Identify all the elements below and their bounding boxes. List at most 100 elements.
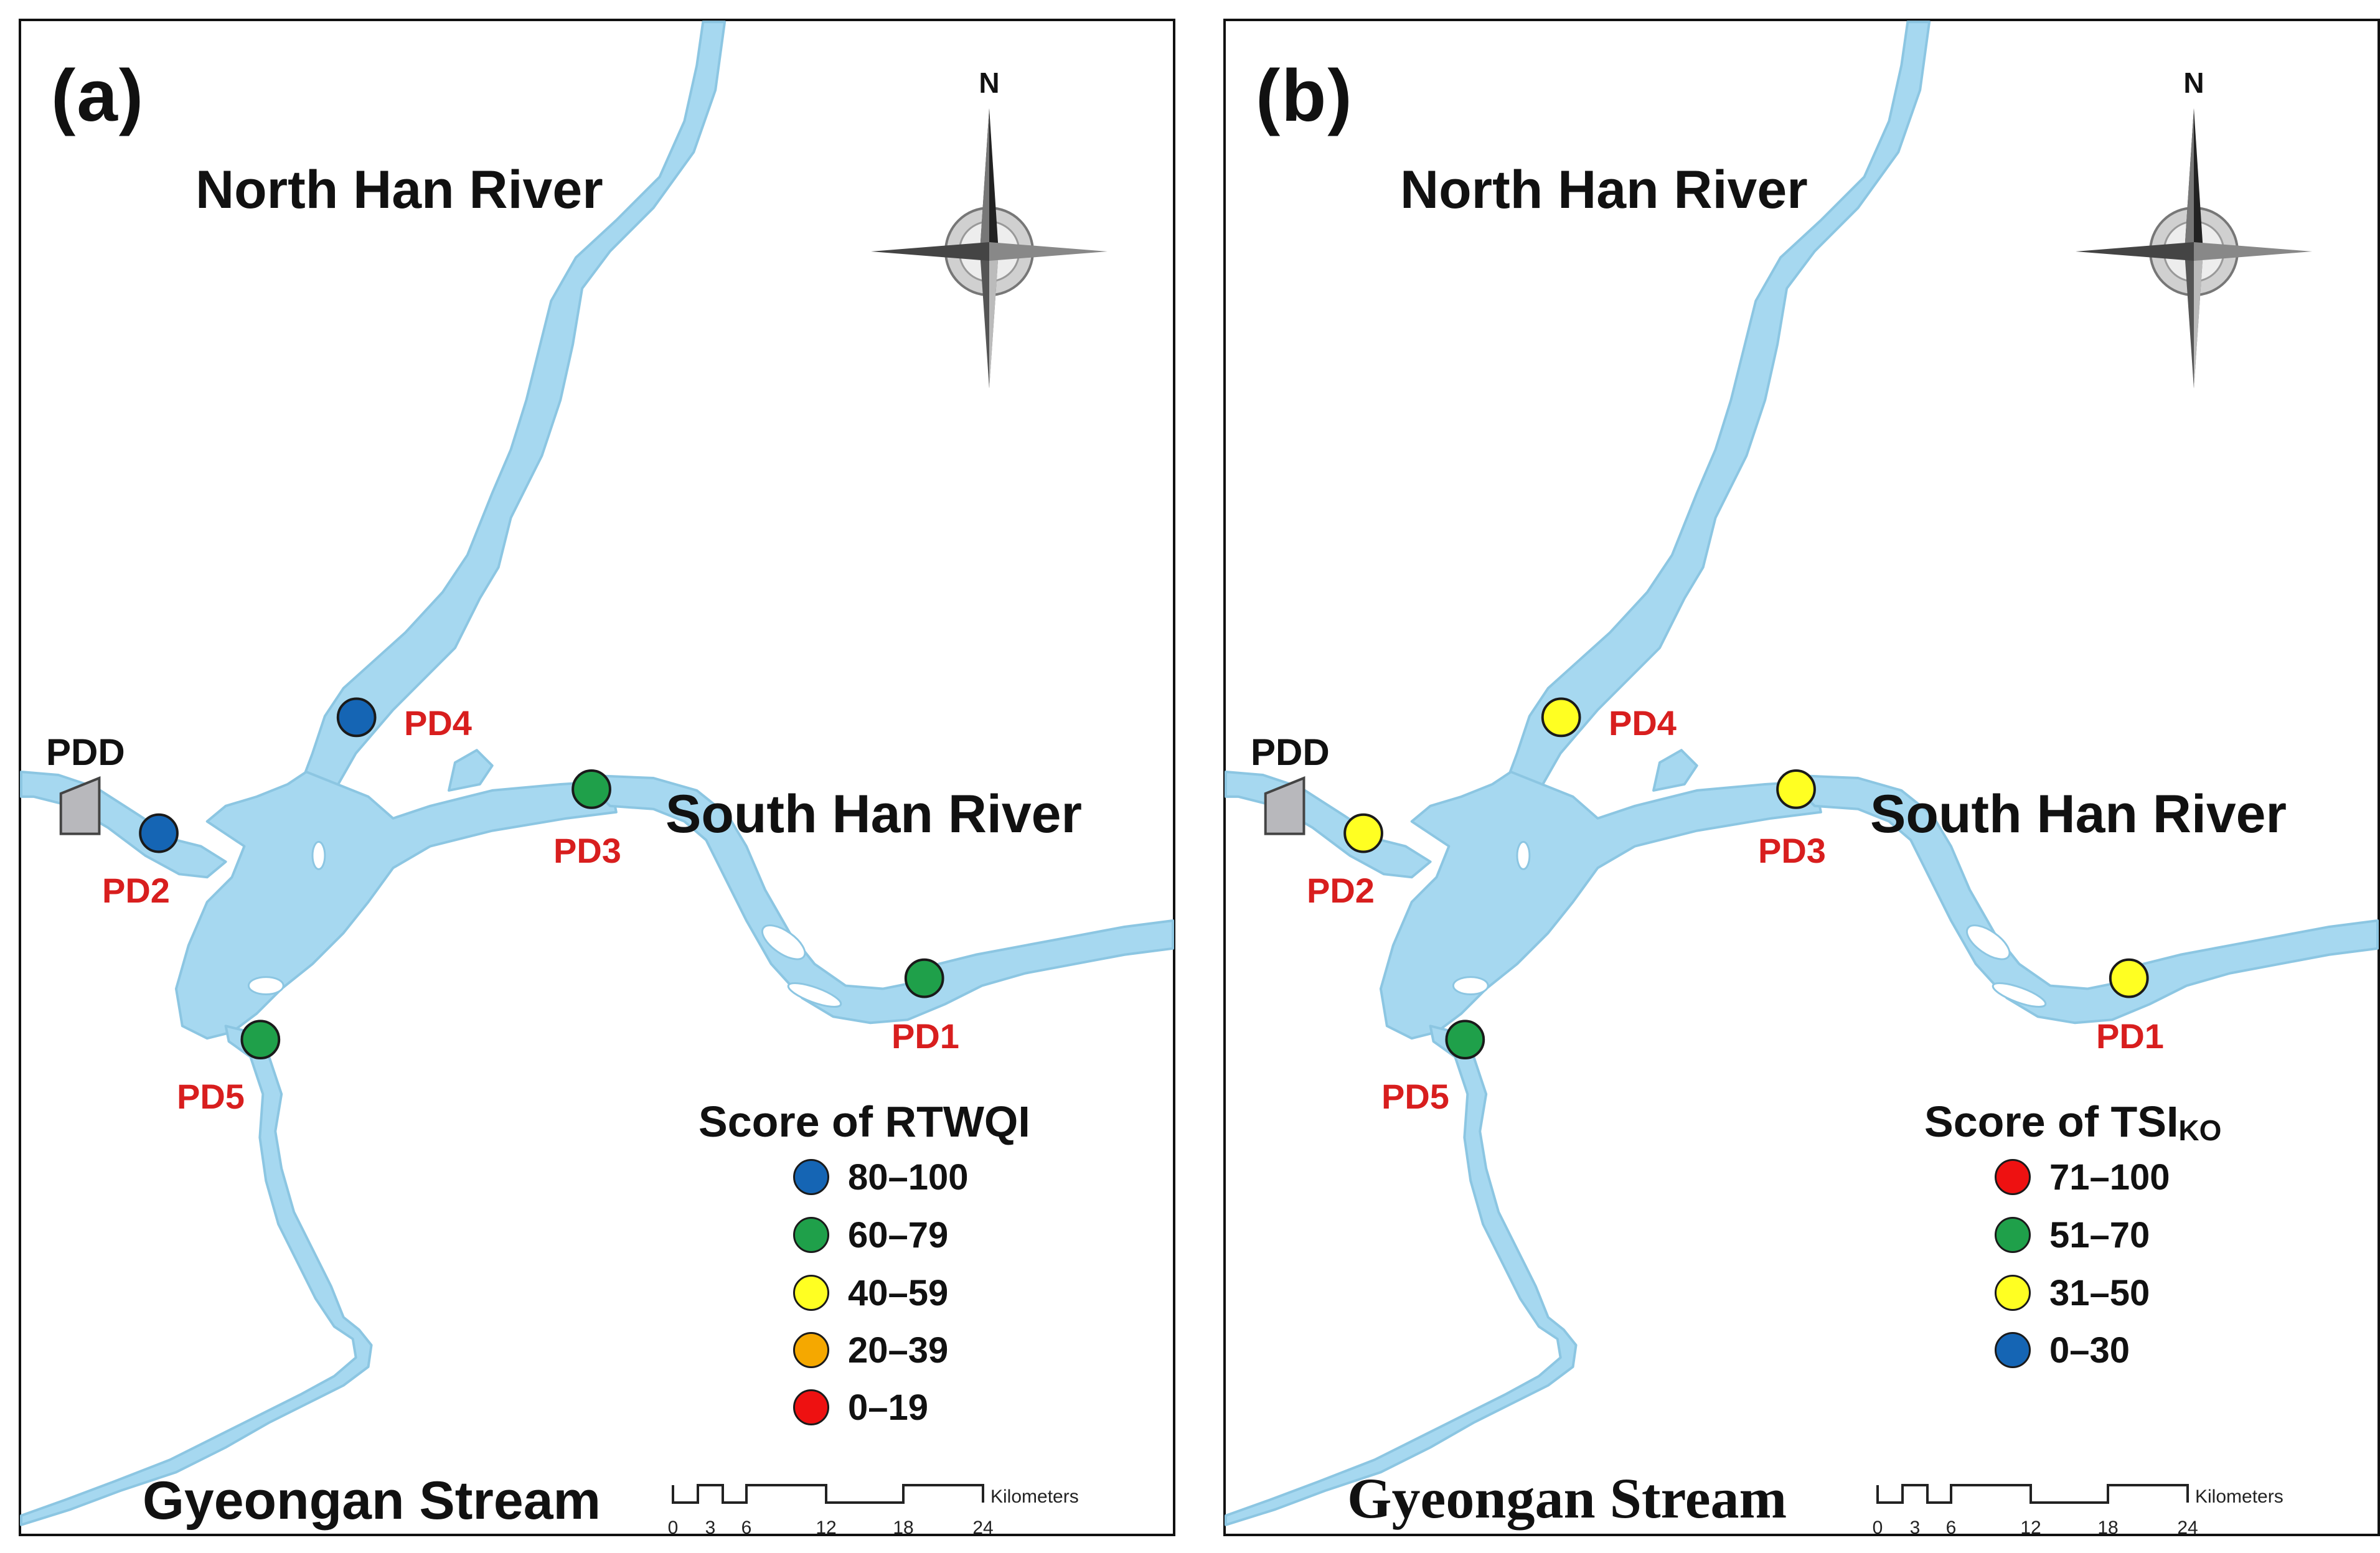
island [1992,982,2047,1008]
confluence-basin [1379,771,1822,1040]
north-arrow-compass-icon: N [871,67,1108,388]
dam-label: PDD [46,731,125,773]
legend-label: 20–39 [848,1330,949,1371]
map-panel-a: (a) North Han River South Han River Gyeo… [19,19,1175,1538]
scale-tick: 0 [668,1518,679,1538]
scale-tick: 6 [741,1518,752,1538]
scale-tick: 18 [2097,1518,2118,1538]
legend-label: 71–100 [2049,1157,2170,1198]
legend-swatch [1995,1275,2031,1311]
legend-item: 80–100 [793,1155,969,1199]
side-inlet [1652,749,1698,792]
scale-tick: 12 [2020,1518,2041,1538]
legend-swatch [793,1217,829,1253]
site-pd5-label: PD5 [1381,1077,1449,1116]
gyeongan-stream [1225,1025,1578,1526]
site-pd3-marker[interactable] [1776,769,1816,809]
side-inlet [448,749,494,792]
scale-tick: 3 [1910,1518,1921,1538]
dam-label: PDD [1251,731,1330,773]
dam-marker [1264,776,1305,835]
site-pd3-label: PD3 [1758,831,1826,870]
legend-item: 31–50 [1995,1271,2150,1315]
scale-unit: Kilometers [990,1486,1079,1507]
confluence-basin [174,771,618,1040]
island [787,982,842,1008]
site-markers [1343,697,2149,1060]
island [1516,841,1531,870]
legend-item: 51–70 [1995,1213,2150,1257]
site-pd1-marker[interactable] [2109,958,2149,998]
islands [247,841,842,1008]
legend-swatch [1995,1217,2031,1253]
site-pd5-marker[interactable] [240,1020,281,1060]
site-pd2-marker[interactable] [139,813,179,853]
site-pd2-label: PD2 [1307,871,1375,910]
legend-item: 71–100 [1995,1155,2170,1199]
legend-label: 0–19 [848,1387,929,1428]
scale-tick: 18 [893,1518,913,1538]
legend-swatch [793,1389,829,1425]
island [1966,924,2011,960]
legend-label: 51–70 [2049,1214,2150,1255]
scale-unit: Kilometers [2195,1486,2284,1507]
legend-item: 40–59 [793,1271,948,1315]
legend-title: Score of RTWQI [698,1097,1030,1147]
islands [1452,841,2047,1008]
site-pd4-label: PD4 [1609,703,1677,743]
legend-title-text: Score of TSI [1924,1097,2179,1146]
legend-title-subscript: KO [2178,1114,2222,1147]
site-pd3-marker[interactable] [571,769,611,809]
scale-bar: 0 3 6 12 18 24 Kilometers [1873,1484,2284,1538]
gyeongan-stream-label: Gyeongan Stream [1347,1466,1787,1530]
site-pd3-label: PD3 [553,831,621,870]
north-han-river-label: North Han River [195,160,603,220]
compass-north-letter: N [2183,67,2204,99]
dam-marker [59,776,101,835]
site-markers [139,697,944,1060]
site-pd1-marker[interactable] [904,958,944,998]
site-pd2-marker[interactable] [1343,813,1383,853]
legend-item: 0–30 [1995,1328,2130,1372]
legend-item: 20–39 [793,1328,948,1372]
south-han-river [1782,774,2379,1025]
west-channel [20,771,227,879]
gyeongan-stream-label: Gyeongan Stream [143,1471,601,1531]
scale-tick: 6 [1946,1518,1957,1538]
island [311,841,326,870]
river-map [1225,21,2379,1526]
legend-item: 60–79 [793,1213,948,1257]
island [1452,976,1489,995]
site-pd1-label: PD1 [2096,1016,2164,1056]
legend-item: 0–19 [793,1386,928,1429]
south-han-river-label: South Han River [666,784,1082,844]
river-map [20,21,1174,1526]
site-pd4-marker[interactable] [1541,697,1581,738]
scale-tick: 3 [705,1518,716,1538]
scale-tick: 24 [2177,1518,2198,1538]
legend-label: 31–50 [2049,1272,2150,1313]
scale-tick: 24 [972,1518,993,1538]
site-pd4-marker[interactable] [336,697,377,738]
south-han-river [578,774,1174,1025]
south-han-river-label: South Han River [1870,784,2287,844]
scale-bar: 0 3 6 12 18 24 Kilometers [668,1484,1079,1538]
north-arrow-compass-icon: N [2076,67,2312,388]
legend-swatch [793,1332,829,1368]
panel-tag: (a) [51,55,145,137]
site-pd4-label: PD4 [404,703,472,743]
island [761,924,806,960]
legend-swatch [1995,1159,2031,1195]
scale-tick: 12 [816,1518,836,1538]
legend-swatch [793,1275,829,1311]
legend-title-text: Score of RTWQI [698,1097,1030,1146]
legend-label: 0–30 [2049,1330,2130,1371]
island [247,976,285,995]
legend-label: 40–59 [848,1272,949,1313]
site-pd5-label: PD5 [177,1077,245,1116]
legend-title: Score of TSIKO [1924,1097,2221,1147]
site-pd5-marker[interactable] [1445,1020,1485,1060]
site-pd2-label: PD2 [102,871,170,910]
site-pd1-label: PD1 [891,1016,959,1056]
panel-tag: (b) [1256,55,1353,137]
